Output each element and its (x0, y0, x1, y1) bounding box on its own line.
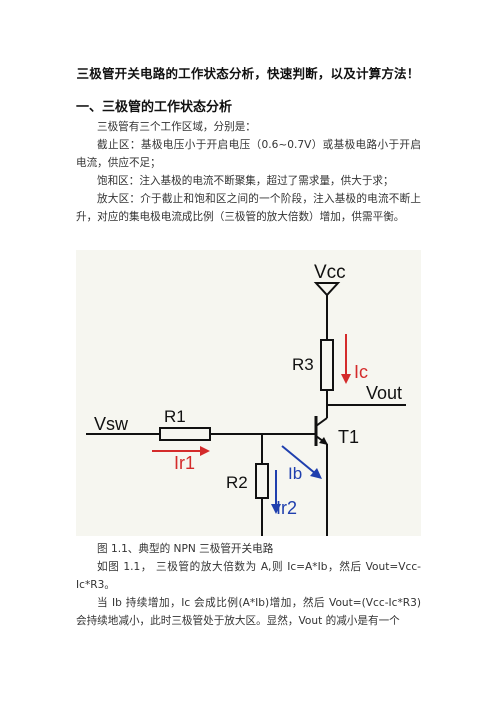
ir1-label: Ir1 (174, 453, 195, 473)
r3-label: R3 (292, 355, 314, 374)
paragraph-cutoff: 截止区：基极电压小于开启电压（0.6~0.7V）或基极电路小于开启电流，供应不足… (76, 139, 421, 169)
circuit-figure: Vcc R3 Ic Vout T1 Vsw R1 Ir1 (76, 250, 421, 536)
vcc-label: Vcc (314, 262, 346, 283)
vout-label: Vout (366, 383, 402, 403)
paragraph-saturation: 饱和区：注入基极的电流不断聚集，超过了需求量，供大于求； (97, 175, 394, 187)
resistor-r3 (320, 339, 334, 391)
ib-arrow-shaft (281, 445, 317, 475)
figure-caption: 图 1.1、典型的 NPN 三极管开关电路 (97, 543, 274, 555)
paragraph-ib-increase: 当 Ib 持续增加，Ic 会成比例(A*Ib)增加，然后 Vout=(Vcc-I… (76, 597, 421, 627)
ib-arrow-head (310, 468, 322, 479)
npn-switch-circuit-diagram: Vcc R3 Ic Vout T1 Vsw R1 Ir1 (86, 262, 406, 536)
r1-label: R1 (164, 407, 186, 426)
resistor-r1 (159, 427, 211, 441)
vsw-label: Vsw (94, 414, 129, 434)
ic-arrow-head (341, 374, 351, 384)
section-heading: 一、三极管的工作状态分析 (76, 100, 233, 115)
ir1-arrow-head (200, 446, 210, 456)
document-title: 三极管开关电路的工作状态分析，快速判断，以及计算方法！ (76, 66, 420, 81)
t1-emitter-arrow (319, 437, 328, 445)
paragraph-intro: 三极管有三个工作区域，分别是： (97, 121, 256, 133)
t1-label: T1 (338, 427, 359, 447)
resistor-r2 (255, 463, 269, 499)
ir2-label: Ir2 (276, 498, 297, 518)
paragraph-amplification: 放大区：介于截止和饱和区之间的一个阶段，注入基极的电流不断上升，对应的集电极电流… (76, 193, 421, 223)
t1-collector-lead (315, 417, 328, 427)
vcc-supply-symbol (313, 282, 341, 297)
paragraph-gain-formula: 如图 1.1， 三极管的放大倍数为 A,则 Ic=A*Ib，然后 Vout=Vc… (76, 561, 421, 591)
ir2-arrow-head (271, 504, 281, 514)
ic-label: Ic (354, 362, 368, 382)
ib-label: Ib (288, 464, 302, 483)
r2-label: R2 (226, 473, 248, 492)
